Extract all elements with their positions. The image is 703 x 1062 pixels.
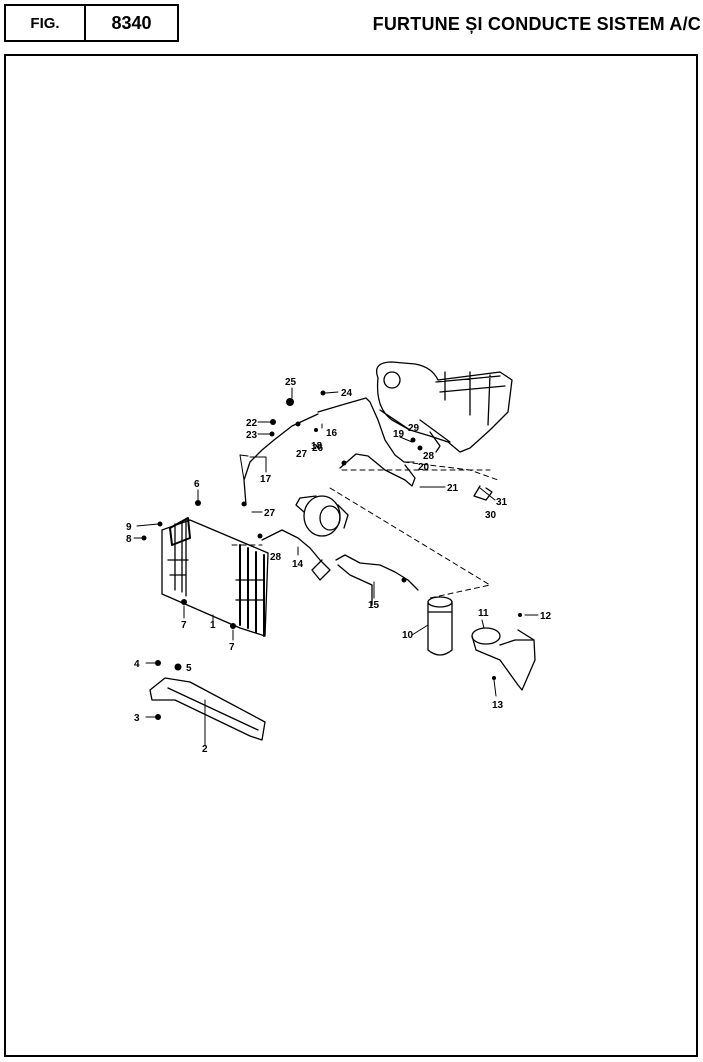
callout-23: 23: [246, 430, 258, 441]
callout-7b: 7: [229, 642, 235, 653]
callout-25: 25: [285, 377, 297, 388]
callout-labels: 1 2 3 4 5 6 7 7 8 9 10 11 12 13 14 15 16…: [126, 377, 552, 755]
callout-31: 31: [496, 497, 508, 508]
callout-9: 9: [126, 522, 132, 533]
lower-bracket: [149, 677, 266, 741]
hose-14: [261, 529, 331, 581]
callout-22: 22: [246, 418, 258, 429]
callout-24: 24: [341, 388, 353, 399]
callout-30: 30: [485, 510, 497, 521]
hose-21: [339, 453, 416, 487]
callout-26: 26: [312, 443, 324, 454]
callout-12: 12: [540, 611, 552, 622]
callout-3: 3: [134, 713, 140, 724]
callout-28a: 28: [270, 552, 282, 563]
callout-16: 16: [326, 428, 338, 439]
callout-10: 10: [402, 630, 414, 641]
callout-8: 8: [126, 534, 132, 545]
receiver-dryer: [427, 596, 453, 656]
callout-17: 17: [260, 474, 272, 485]
callout-18: 18: [311, 441, 323, 452]
hose-17: [243, 413, 319, 506]
callout-13: 13: [492, 700, 504, 711]
diagram-frame: [4, 54, 698, 1057]
hose-18: [317, 397, 405, 463]
callout-27a: 27: [296, 449, 308, 460]
callout-15: 15: [368, 600, 380, 611]
condenser-core: [161, 517, 269, 637]
callout-1: 1: [210, 620, 216, 631]
callout-5: 5: [186, 663, 192, 674]
callout-2: 2: [202, 744, 208, 755]
evaporator-case: [375, 361, 513, 453]
callout-4: 4: [134, 659, 140, 670]
callout-29: 29: [408, 423, 420, 434]
callout-6: 6: [194, 479, 200, 490]
callout-28b: 28: [423, 451, 435, 462]
callout-14: 14: [292, 559, 304, 570]
callout-27b: 27: [264, 508, 276, 519]
callout-21: 21: [447, 483, 459, 494]
callout-11: 11: [478, 608, 489, 619]
fig-number: 8340: [84, 4, 179, 42]
page-title: FURTUNE ȘI CONDUCTE SISTEM A/C: [372, 14, 701, 34]
callout-19: 19: [393, 429, 405, 440]
callout-7a: 7: [181, 620, 187, 631]
compressor: [295, 495, 349, 537]
hose-15: [335, 554, 419, 591]
callout-20: 20: [418, 462, 430, 473]
bracket-31: [473, 485, 493, 501]
dryer-bracket: [471, 627, 536, 691]
